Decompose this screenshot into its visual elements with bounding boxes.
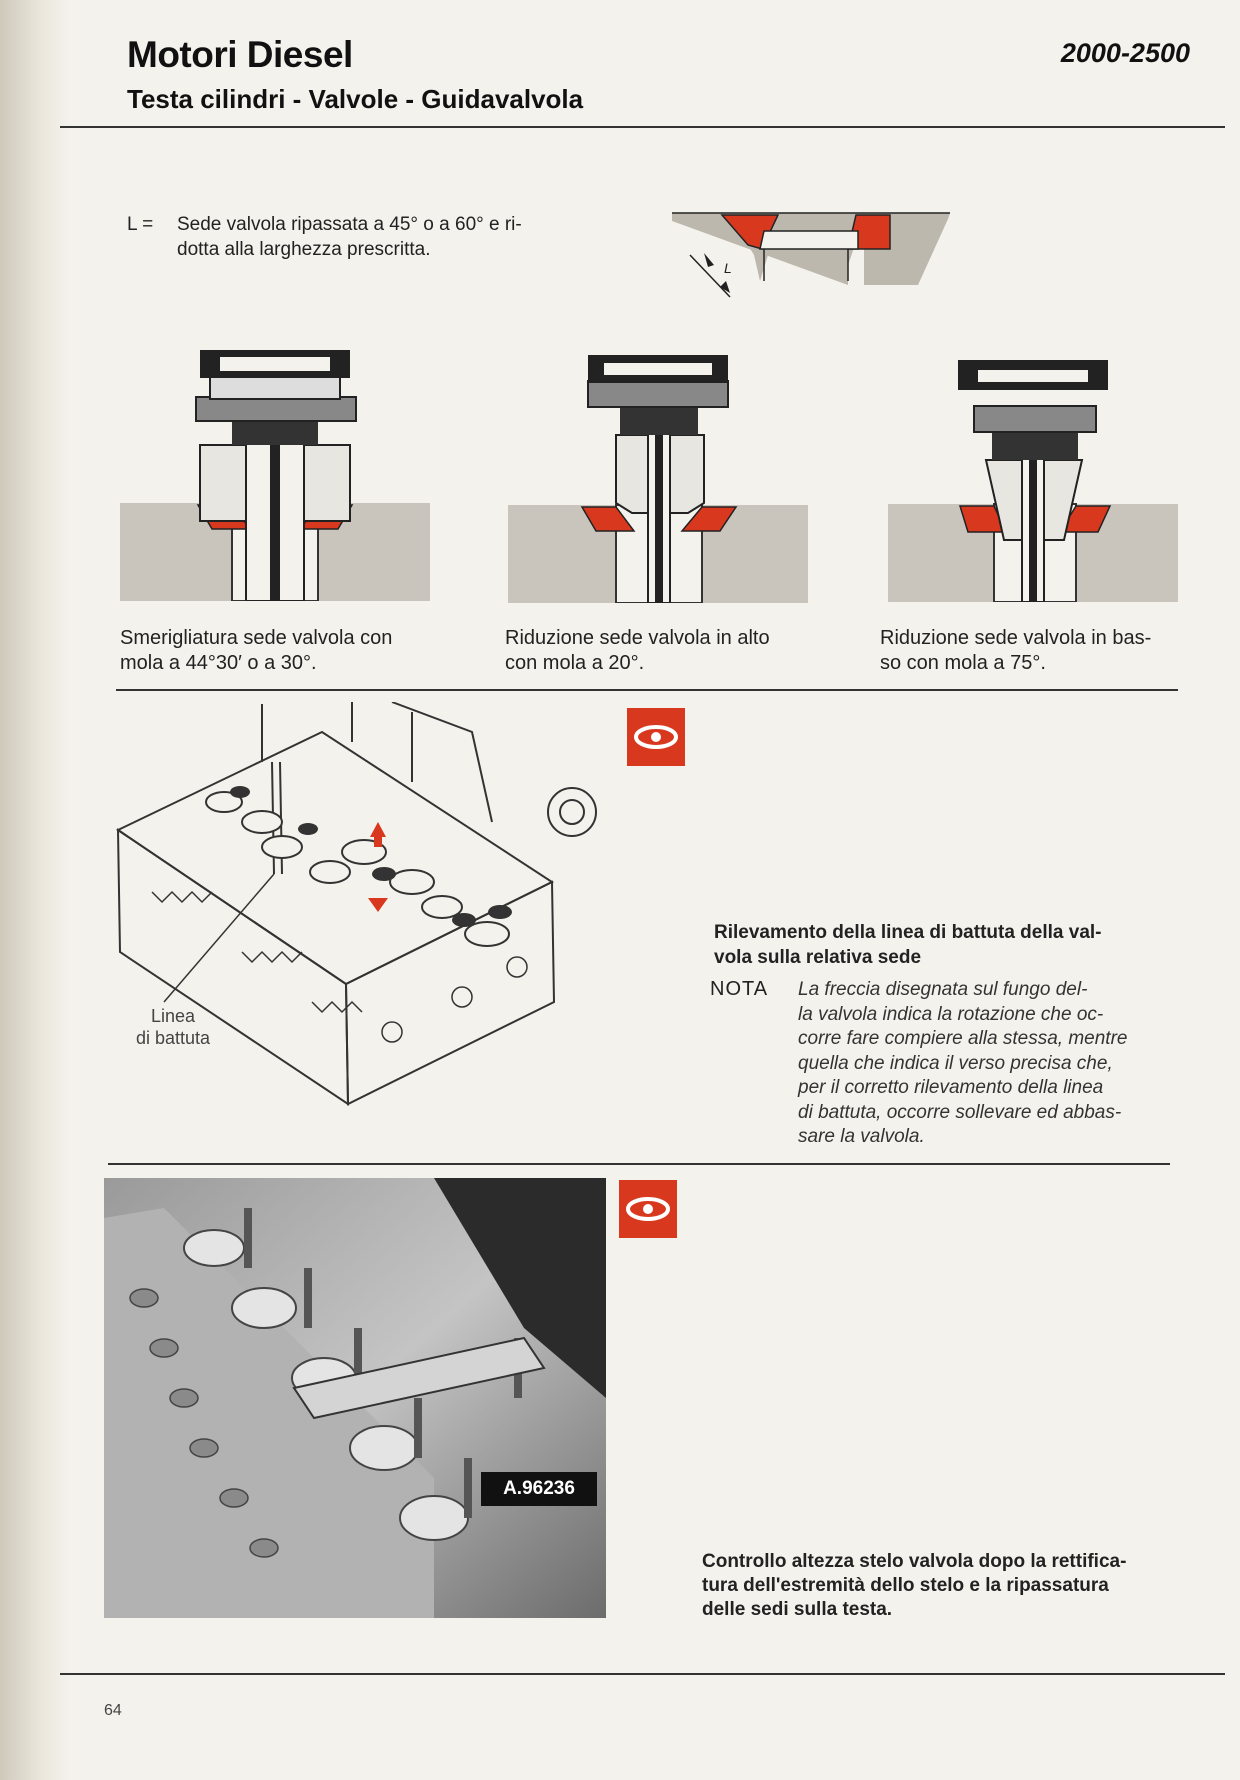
header-rule (60, 126, 1225, 128)
intro-text: L = Sede valvola ripassata a 45° o a 60° … (127, 212, 522, 262)
figure-1-caption-line-2: mola a 44°30′ o a 30°. (120, 652, 317, 674)
cylinder-head-photo (104, 1178, 606, 1618)
nota-text: La freccia disegnata sul fungo del- la v… (798, 978, 1170, 1150)
nota-line-5: per il corretto rilevamento della linea (798, 1077, 1104, 1098)
figure-2-caption-line-2: con mola a 20°. (505, 652, 645, 674)
nota-label: NOTA (710, 978, 769, 1000)
nota-line-3: corre fare compiere alla stessa, mentre (798, 1028, 1128, 1049)
page-subtitle: Testa cilindri - Valvole - Guidavalvola (127, 84, 584, 114)
observe-eye-icon-2 (619, 1180, 677, 1238)
cylinder-head-drawing (115, 702, 597, 1106)
section-rule-2 (108, 1163, 1170, 1165)
figure-3-caption-line-2: so con mola a 75°. (880, 652, 1046, 674)
figure-2-caption: Riduzione sede valvola in alto con mola … (505, 626, 835, 676)
nota-line-1: La freccia disegnata sul fungo del- (798, 979, 1088, 1000)
intro-line-1: Sede valvola ripassata a 45° o a 60° e r… (177, 214, 522, 235)
nota-line-6: di battuta, occorre sollevare ed abbas- (798, 1101, 1122, 1123)
nota-line-7: sare la valvola. (798, 1126, 925, 1147)
intro-line-2: dotta alla larghezza prescritta. (177, 239, 431, 260)
figure-3-caption: Riduzione sede valvola in bas- so con mo… (880, 626, 1210, 676)
figure-2-caption-line-1: Riduzione sede valvola in alto (505, 627, 770, 649)
page-title: Motori Diesel (127, 34, 353, 75)
valve-seat-diagram: L (672, 212, 950, 298)
section-3-caption-line-3: delle sedi sulla testa. (702, 1599, 893, 1620)
section-3-caption-line-2: tura dell'estremità dello stelo e la rip… (702, 1575, 1109, 1596)
model-range: 2000-2500 (1060, 38, 1190, 68)
figure-3-caption-line-1: Riduzione sede valvola in bas- (880, 627, 1152, 649)
tool-code-label: A.96236 (481, 1472, 597, 1506)
section-3-caption-line-1: Controllo altezza stelo valvola dopo la … (702, 1551, 1127, 1572)
book-spine-shadow (0, 0, 70, 1780)
callout-line-2: di battuta (136, 1028, 211, 1048)
section-2-heading-line-2: vola sulla relativa sede (714, 947, 922, 968)
section-2-heading: Rilevamento della linea di battuta della… (714, 920, 1174, 970)
nota-line-2: la valvola indica la rotazione che oc- (798, 1003, 1104, 1025)
observe-eye-icon (627, 708, 685, 766)
figure-1-caption-line-1: Smerigliatura sede valvola con (120, 627, 393, 649)
page-number: 64 (104, 1702, 122, 1719)
section-3-caption: Controllo altezza stelo valvola dopo la … (702, 1550, 1172, 1622)
grinding-figure-20 (508, 355, 808, 603)
section-2-heading-line-1: Rilevamento della linea di battuta della… (714, 922, 1102, 943)
footer-rule (60, 1673, 1225, 1675)
grinding-figure-44-30 (120, 350, 430, 601)
grinding-figure-75 (888, 360, 1178, 602)
intro-key: L = (127, 214, 154, 235)
callout-linea-di-battuta: Linea di battuta (136, 1005, 210, 1049)
dimension-label: L (724, 260, 732, 276)
figure-1-caption: Smerigliatura sede valvola con mola a 44… (120, 626, 450, 676)
section-rule-1 (116, 689, 1178, 691)
callout-line-1: Linea (151, 1006, 196, 1026)
nota-line-4: quella che indica il verso precisa che, (798, 1052, 1113, 1074)
